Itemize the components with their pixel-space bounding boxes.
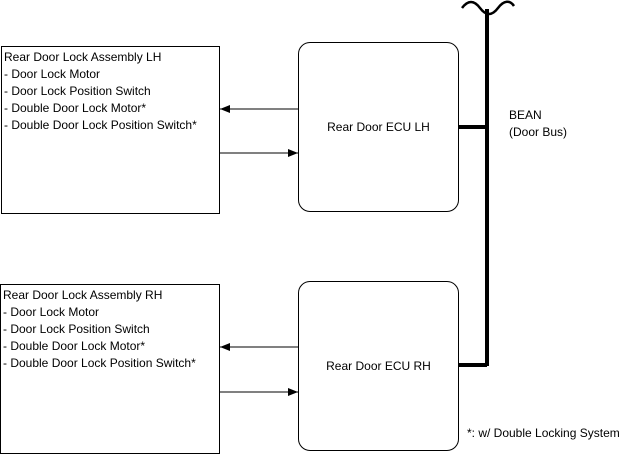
ecu-rh-box: Rear Door ECU RH xyxy=(298,281,459,451)
assembly-lh-item: - Door Lock Motor xyxy=(4,67,101,81)
bus-name: BEAN xyxy=(509,108,542,122)
assembly-rh-title: Rear Door Lock Assembly RH xyxy=(3,288,163,302)
ecu-lh-label: Rear Door ECU LH xyxy=(327,120,430,134)
assembly-rh-item: - Door Lock Motor xyxy=(3,305,100,319)
bus-subtitle: (Door Bus) xyxy=(509,125,568,139)
footnote: *: w/ Double Locking System xyxy=(467,426,620,440)
assembly-lh-title: Rear Door Lock Assembly LH xyxy=(4,50,162,64)
assembly-lh-box: Rear Door Lock Assembly LH - Door Lock M… xyxy=(1,46,220,214)
ecu-lh-box: Rear Door ECU LH xyxy=(298,42,459,212)
assembly-lh-item: - Door Lock Position Switch xyxy=(4,84,151,98)
assembly-rh-item: - Door Lock Position Switch xyxy=(3,322,150,336)
assembly-lh-item: - Double Door Lock Position Switch* xyxy=(4,118,197,132)
bus-break-symbol xyxy=(461,0,516,16)
assembly-rh-item: - Double Door Lock Motor* xyxy=(3,339,146,353)
assembly-rh-item: - Double Door Lock Position Switch* xyxy=(3,356,196,370)
bus-label: BEAN (Door Bus) xyxy=(509,107,567,141)
assembly-rh-box: Rear Door Lock Assembly RH - Door Lock M… xyxy=(0,284,220,454)
ecu-rh-label: Rear Door ECU RH xyxy=(326,359,431,373)
assembly-lh-item: - Double Door Lock Motor* xyxy=(4,101,147,115)
